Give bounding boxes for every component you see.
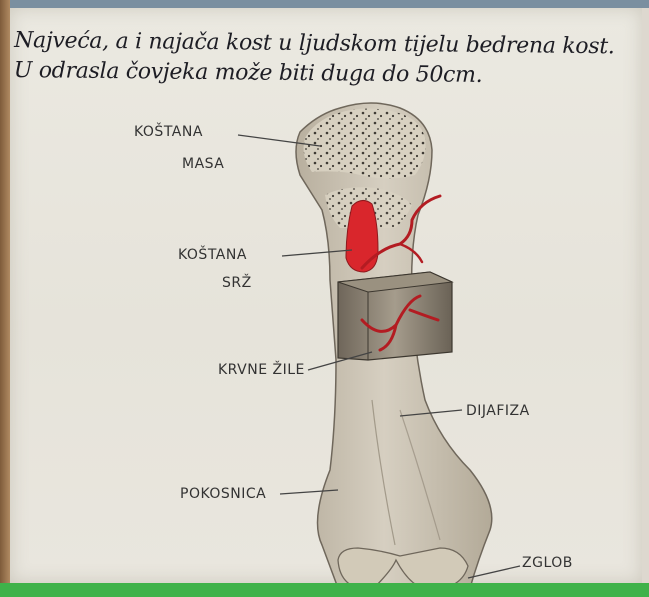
bone-marrow: [346, 200, 378, 272]
label-dijafiza: DIJAFIZA: [466, 403, 530, 419]
label-krvne-zile: KRVNE ŽILE: [218, 362, 305, 378]
label-zglob: ZGLOB: [522, 555, 573, 571]
label-kostana-srz-line2: SRŽ: [222, 275, 252, 291]
label-kostana-masa-line2: MASA: [182, 156, 224, 172]
label-kostana-srz-line1: KOŠTANA: [178, 247, 247, 263]
label-kostana-masa-line1: KOŠTANA: [134, 124, 203, 140]
green-surface-edge: [0, 583, 649, 597]
label-pokosnica: POKOSNICA: [180, 486, 266, 502]
